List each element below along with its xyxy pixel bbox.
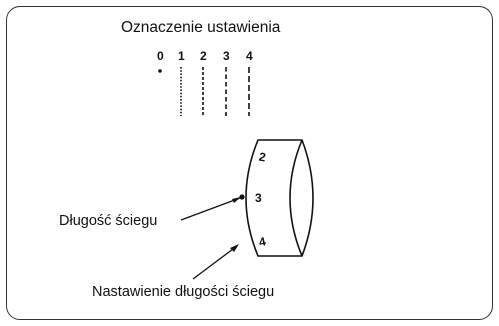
leader-arrow-adjustment — [230, 244, 239, 252]
label-stitch-length-adjustment: Nastawienie długości ściegu — [92, 284, 275, 300]
leader-line-adjustment — [192, 245, 238, 280]
stitch-length-dial — [245, 139, 314, 257]
setting-mark-0: 0 — [157, 49, 164, 63]
diagram-title: Oznaczenie ustawienia — [121, 19, 281, 36]
leader-arrow-stitch-length — [232, 197, 241, 203]
dial-number-2: 2 — [258, 150, 267, 165]
setting-mark-4: 4 — [246, 49, 253, 63]
setting-mark-3: 3 — [223, 49, 230, 63]
setting-mark-2: 2 — [200, 49, 207, 63]
indicator-dot — [239, 194, 245, 200]
diagram-frame — [6, 6, 493, 320]
label-stitch-length: Długość ściegu — [59, 213, 158, 229]
stitch-sample-0 — [158, 69, 162, 73]
dial-number-4: 4 — [258, 234, 268, 249]
leader-line-stitch-length — [180, 197, 241, 221]
dial-number-3: 3 — [255, 191, 262, 205]
setting-mark-1: 1 — [178, 49, 185, 63]
